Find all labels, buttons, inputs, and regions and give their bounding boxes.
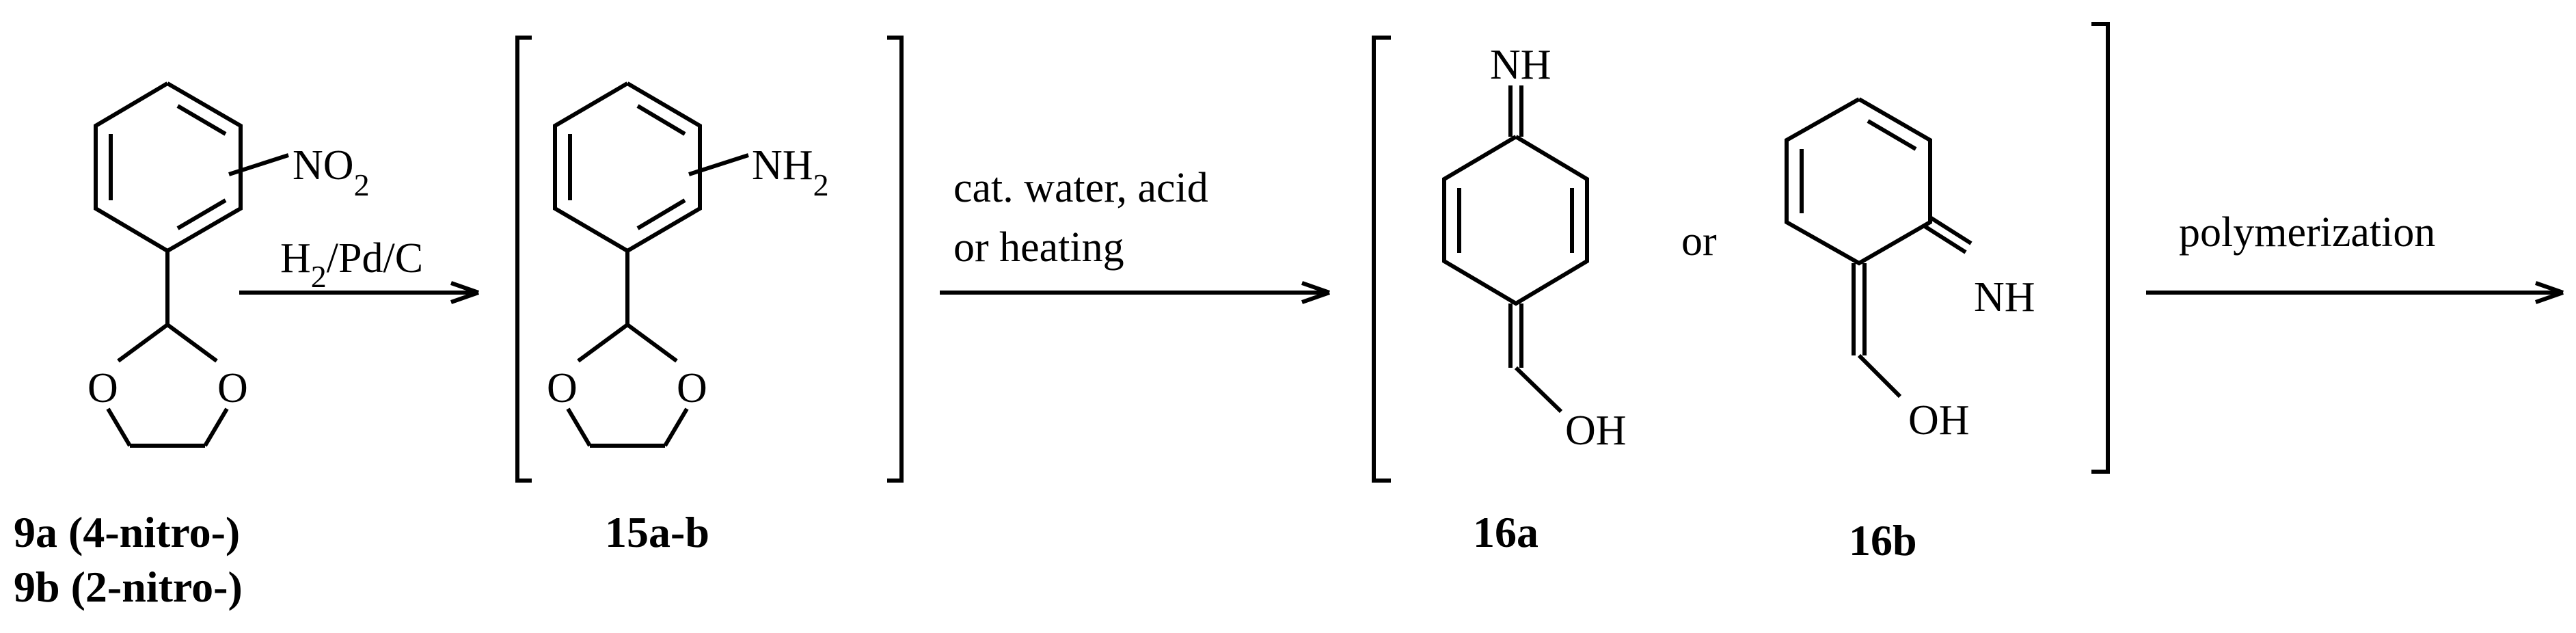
- acetal-oxygen-right-15: O: [677, 365, 707, 412]
- compound-16b-label: 16b: [1849, 516, 1917, 565]
- step2-reagent-line1: cat. water, acid: [953, 165, 1208, 211]
- compound-15-label: 15a-b: [605, 508, 709, 556]
- hydroxyl-16a: OH: [1565, 407, 1627, 454]
- compound-9-structure: [94, 81, 289, 448]
- step2-reagent-line2: or heating: [953, 224, 1124, 271]
- acetal-oxygen-left-15: O: [547, 365, 578, 412]
- compound-16b-structure: [1785, 97, 1972, 399]
- nitro-group: NO2: [293, 142, 370, 202]
- reaction-arrow-2: [940, 281, 1330, 304]
- amino-group: NH2: [752, 142, 829, 202]
- step3-reagent: polymerization: [2179, 209, 2435, 256]
- compound-15-structure: [553, 81, 749, 448]
- acetal-oxygen-left: O: [87, 365, 118, 412]
- compound-16a-structure: [1442, 85, 1589, 414]
- bracket-15: [515, 36, 904, 483]
- hydroxyl-16b: OH: [1908, 397, 1970, 444]
- compound-9-label-line2: 9b (2-nitro-): [14, 563, 243, 611]
- or-text: or: [1681, 218, 1717, 265]
- bracket-16: [1372, 22, 2110, 483]
- compound-16a-label: 16a: [1473, 508, 1538, 556]
- imine-16b: NH: [1974, 274, 2035, 321]
- reaction-arrow-1: [239, 281, 479, 304]
- step1-reagent: H2/Pd/C: [280, 235, 423, 294]
- reaction-arrow-3: [2146, 281, 2564, 304]
- imine-16a: NH: [1490, 42, 1551, 88]
- acetal-oxygen-right: O: [217, 365, 248, 412]
- compound-9-label-line1: 9a (4-nitro-): [14, 508, 240, 556]
